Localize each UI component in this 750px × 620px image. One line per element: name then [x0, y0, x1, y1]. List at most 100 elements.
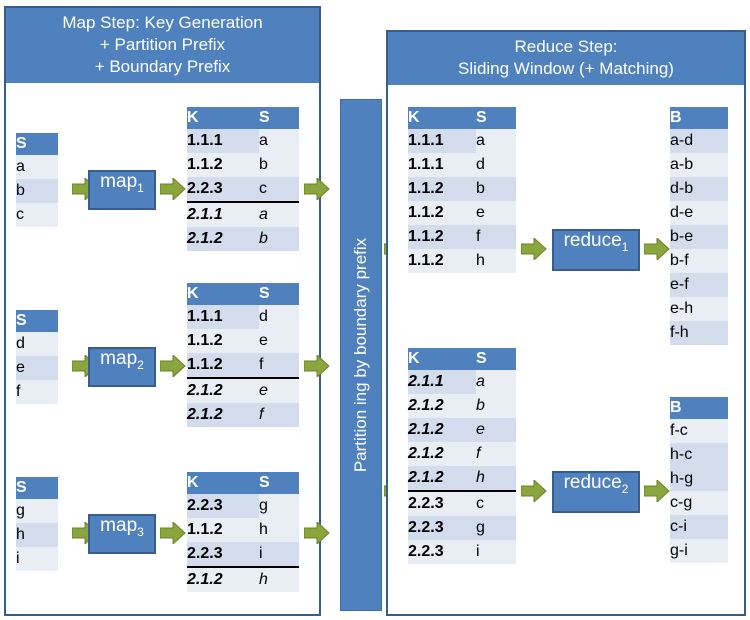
cell-s: b: [476, 177, 516, 201]
cell-k: 1.1.2: [187, 329, 259, 353]
column-header-s: S: [476, 107, 516, 129]
table-cell: c: [16, 203, 58, 227]
map-title-line-1: Map Step: Key Generation: [62, 13, 263, 32]
cell-b: a-d: [670, 129, 728, 153]
cell-b: d-e: [670, 201, 728, 225]
table-cell: e: [16, 356, 58, 380]
arrow-output-to-partition-3: [304, 522, 330, 544]
cell-k: 2.1.1: [187, 201, 259, 227]
table-row: f-h: [670, 321, 728, 345]
map-process-box-2[interactable]: map2: [88, 347, 156, 387]
reduce-title-line-2: Sliding Window (+ Matching): [458, 59, 674, 78]
cell-s: c: [476, 490, 516, 516]
reduce-process-box-2[interactable]: reduce2: [552, 471, 640, 513]
cell-s: d: [259, 305, 299, 329]
column-header-s: S: [16, 477, 58, 499]
map-input-table-3: S g h i: [16, 477, 58, 571]
column-header-s: S: [259, 472, 299, 494]
cell-s: b: [476, 394, 516, 418]
cell-k: 2.2.3: [408, 540, 476, 564]
reduce-box-label-2: reduce2: [563, 472, 629, 496]
cell-k: 1.1.1: [408, 153, 476, 177]
partition-bar-label: Partition ing by boundary prefix: [351, 237, 370, 473]
arrow-input-to-reduce-1: [521, 238, 547, 260]
table-row: c-i: [670, 515, 728, 539]
arrow-reduce-to-output-2: [644, 480, 670, 502]
map-input-table-2: S d e f: [16, 310, 58, 404]
column-header-s: S: [476, 348, 516, 370]
table-row: d-e: [670, 201, 728, 225]
reduce-process-box-1[interactable]: reduce1: [552, 229, 640, 271]
table-row: h-c: [670, 443, 728, 467]
cell-k: 1.1.2: [408, 249, 476, 273]
cell-b: g-i: [670, 539, 728, 563]
cell-s: b: [259, 153, 299, 177]
reduce-title-line-1: Reduce Step:: [514, 37, 618, 56]
arrow-output-to-partition-2: [304, 355, 330, 377]
table-row: h-g: [670, 467, 728, 491]
cell-k: 1.1.1: [187, 129, 259, 153]
column-header-b: B: [670, 397, 728, 419]
reduce-output-table-1: B a-d a-b d-b d-e b-e b-f e-f e-h f-h: [670, 107, 728, 345]
column-header-k: K: [187, 107, 259, 129]
column-header-k: K: [408, 107, 476, 129]
cell-s: e: [476, 418, 516, 442]
reduce-box-label-1: reduce1: [563, 230, 629, 254]
cell-b: f-c: [670, 419, 728, 443]
cell-s: a: [259, 201, 299, 227]
arrow-output-to-partition-1: [304, 178, 330, 200]
cell-k: 2.1.2: [187, 403, 259, 427]
cell-k: 1.1.2: [187, 353, 259, 378]
cell-k: 2.1.2: [408, 418, 476, 442]
cell-b: c-g: [670, 491, 728, 515]
table-cell: a: [16, 155, 58, 179]
column-header-s: S: [259, 107, 299, 129]
table-cell: f: [16, 380, 58, 404]
cell-k: 1.1.2: [408, 225, 476, 249]
table-row: d-b: [670, 177, 728, 201]
column-header-b: B: [670, 107, 728, 129]
reduce-output-table-2: B f-c h-c h-g c-g c-i g-i: [670, 397, 728, 563]
cell-k: 1.1.2: [408, 177, 476, 201]
cell-s: e: [476, 201, 516, 225]
map-step-title: Map Step: Key Generation + Partition Pre…: [6, 8, 319, 83]
cell-s: a: [476, 129, 516, 153]
cell-b: h-c: [670, 443, 728, 467]
cell-k: 1.1.2: [187, 153, 259, 177]
cell-k: 2.1.2: [187, 377, 259, 403]
cell-s: h: [476, 249, 516, 273]
table-cell: d: [16, 332, 58, 356]
map-process-box-3[interactable]: map3: [88, 514, 156, 554]
cell-k: 2.1.2: [187, 227, 259, 251]
partition-bar: Partition ing by boundary prefix: [340, 99, 382, 611]
map-process-box-1[interactable]: map1: [88, 170, 156, 210]
cell-s: i: [476, 540, 516, 564]
column-header-s: S: [259, 283, 299, 305]
cell-s: a: [259, 129, 299, 153]
cell-s: d: [476, 153, 516, 177]
column-header-k: K: [187, 472, 259, 494]
map-title-line-2: + Partition Prefix: [99, 35, 226, 54]
table-row: c-g: [670, 491, 728, 515]
